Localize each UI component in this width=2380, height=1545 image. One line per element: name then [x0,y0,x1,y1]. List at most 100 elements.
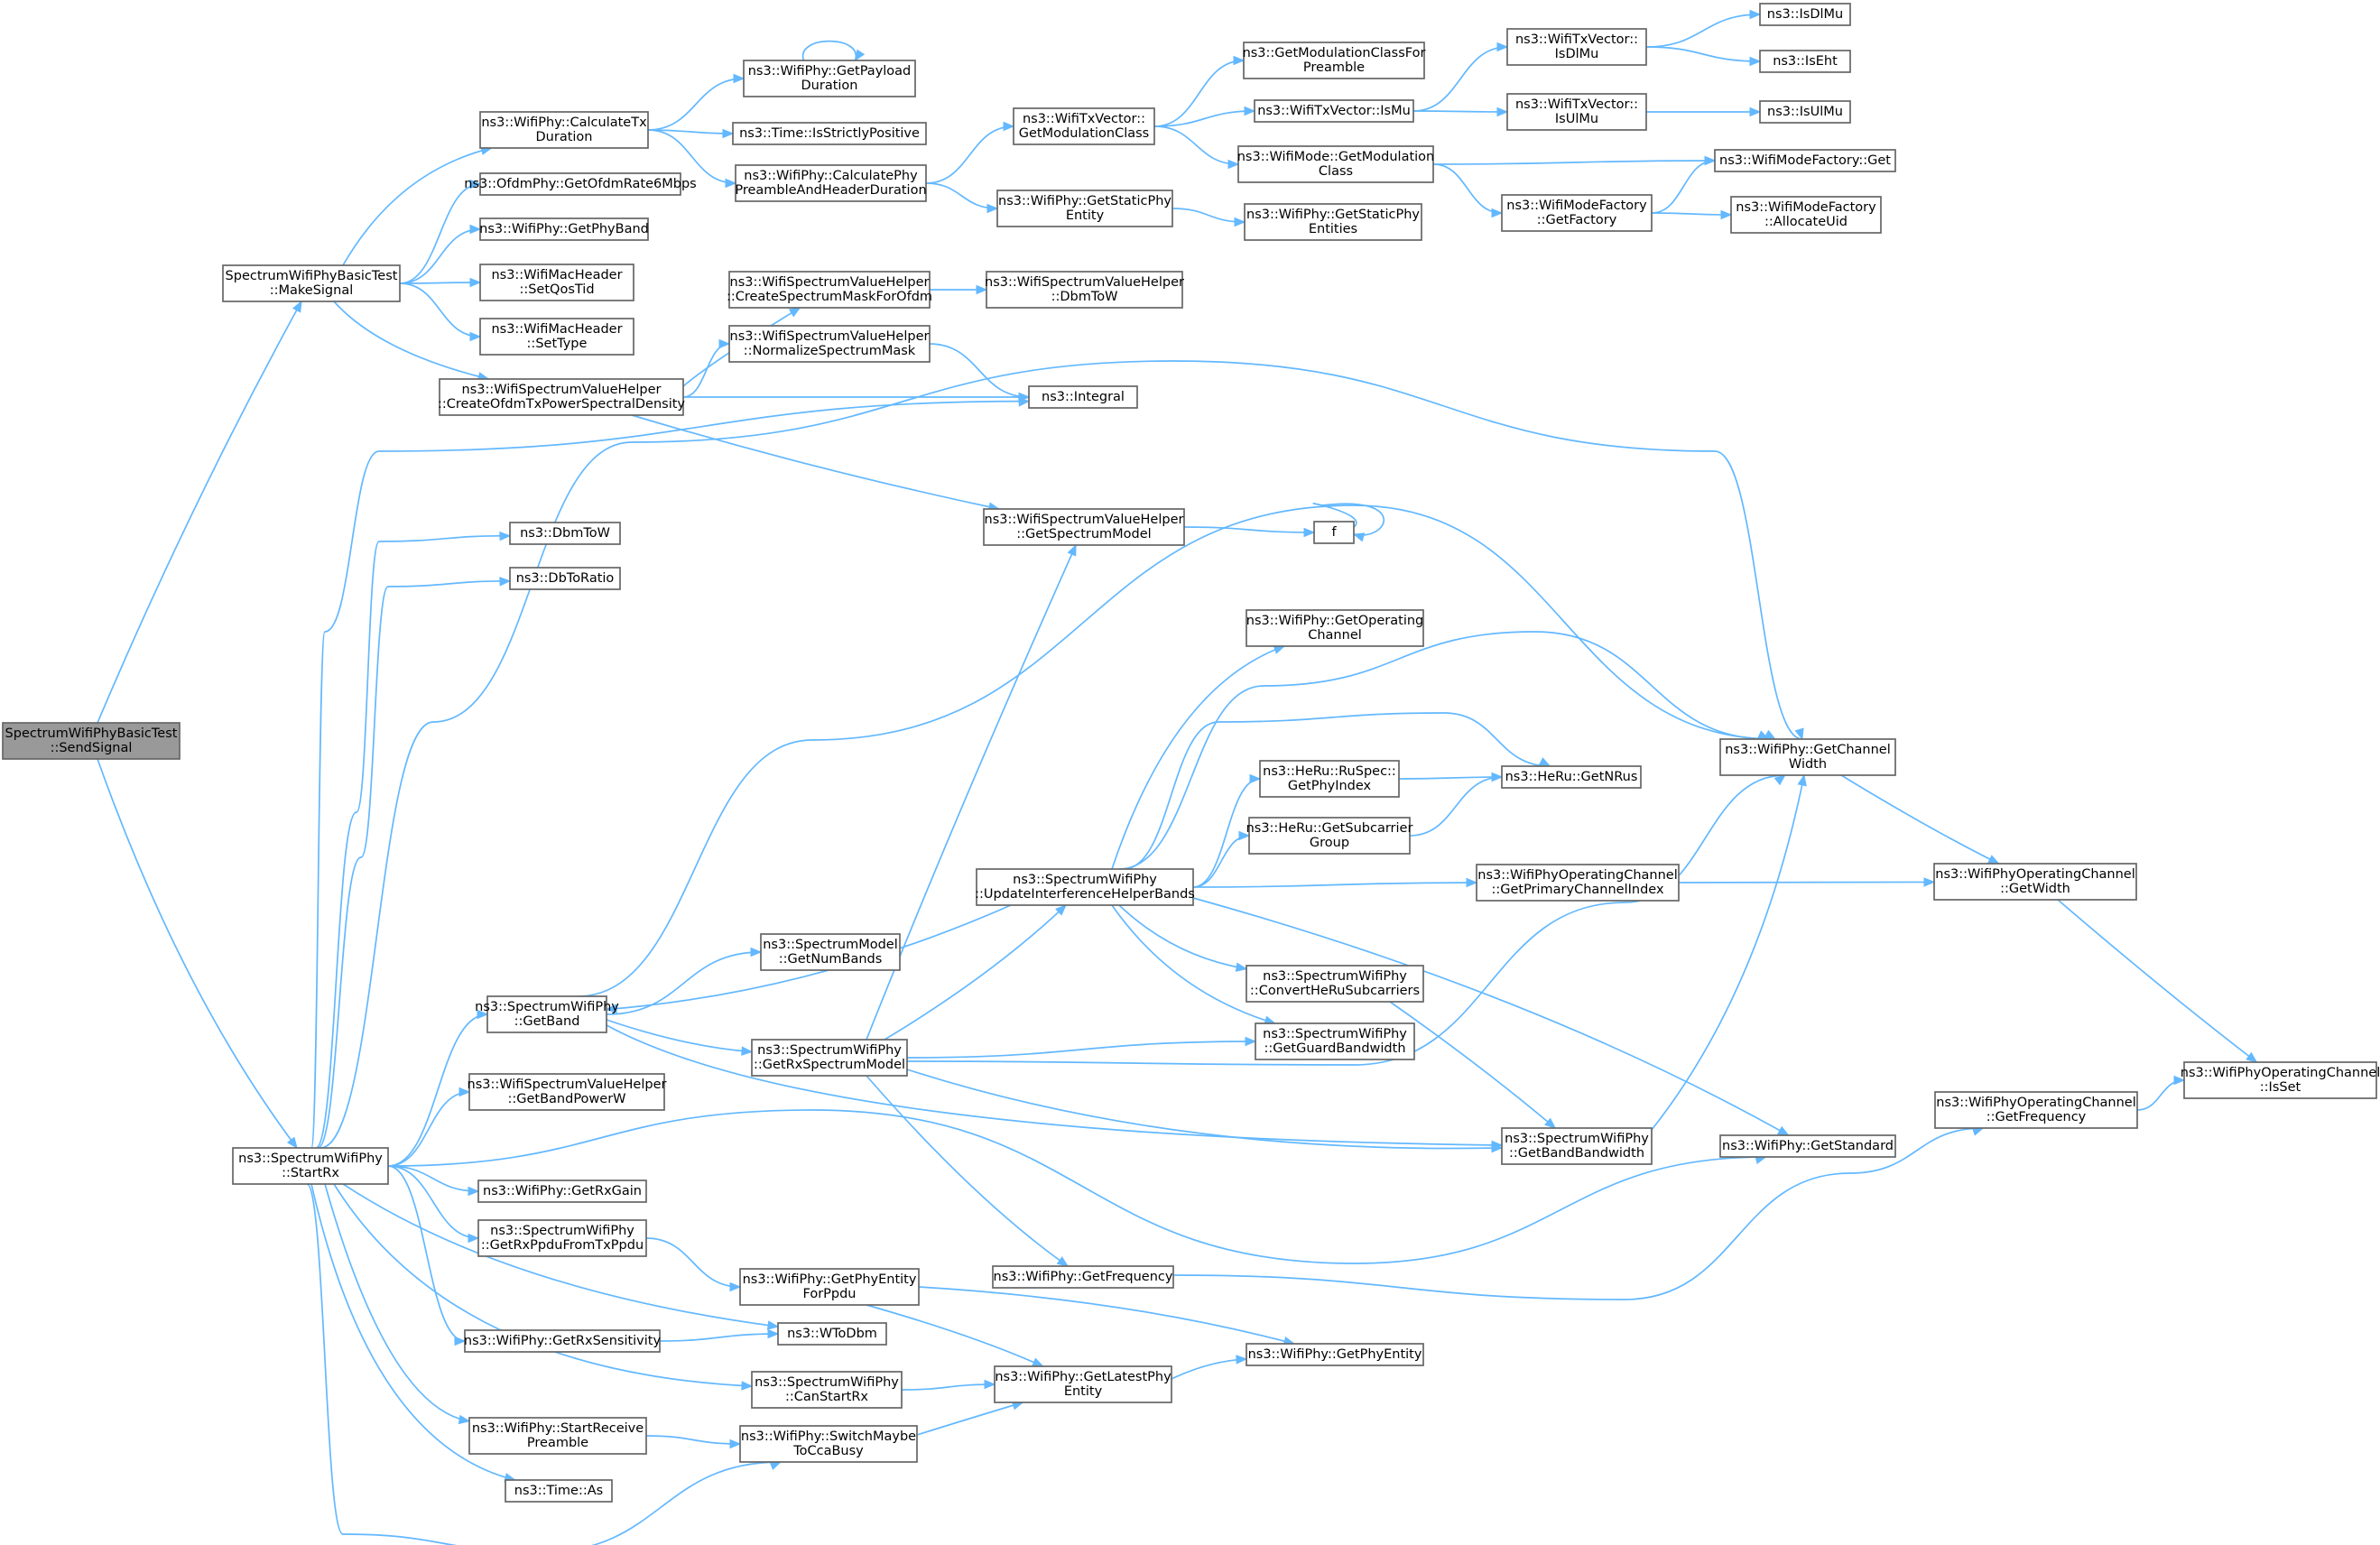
node-getStandard[interactable]: ns3::WifiPhy::GetStandard [1719,1134,1896,1158]
node-label: ns3::WifiPhy::GetFrequency [994,1270,1173,1284]
edge-startRx-to-dbToRatio-arrowhead [499,577,512,587]
node-getPhyIndex[interactable]: ns3::HeRu::RuSpec::GetPhyIndex [1259,760,1400,798]
edge-opGetWidth-to-opIsSet-arrowhead [2246,1051,2258,1063]
edge-makeSignal-to-setType [399,282,481,338]
node-getPhyEntity[interactable]: ns3::WifiPhy::GetPhyEntity [1246,1343,1424,1366]
node-factoryGet[interactable]: ns3::WifiModeFactory::Get [1714,149,1896,172]
node-wToDbm[interactable]: ns3::WToDbm [777,1322,887,1346]
node-setType[interactable]: ns3::WifiMacHeader::SetType [479,318,634,356]
node-isUlMu[interactable]: ns3::IsUlMu [1759,100,1851,124]
edge-calcTxDuration-to-isStrictlyPositive [647,129,734,134]
node-allocateUid[interactable]: ns3::WifiModeFactory::AllocateUid [1730,196,1882,234]
node-box [1255,1022,1415,1060]
node-getRxPpdu[interactable]: ns3::SpectrumWifiPhy::GetRxPpduFromTxPpd… [477,1219,647,1257]
node-getGuardBandwidth[interactable]: ns3::SpectrumWifiPhy::GetGuardBandwidth [1255,1022,1415,1060]
node-label: ns3::SpectrumWifiPhy [1505,1132,1649,1146]
node-box [1246,965,1424,1003]
node-txvIsUlMu[interactable]: ns3::WifiTxVector::IsUlMu [1506,93,1647,131]
node-getBandPowerW[interactable]: ns3::WifiSpectrumValueHelper::GetBandPow… [468,1073,667,1111]
edge-calcTxDuration-to-calcPreamble-arrowhead [725,178,737,189]
node-isMu[interactable]: ns3::WifiTxVector::IsMu [1254,99,1414,123]
node-getRxGain[interactable]: ns3::WifiPhy::GetRxGain [477,1180,647,1203]
node-label: ns3::Time::As [514,1484,603,1498]
node-getPrimaryChannelIndex[interactable]: ns3::WifiPhyOperatingChannel::GetPrimary… [1476,864,1680,902]
node-box [1934,1091,2138,1129]
node-wifiModeGetModClass[interactable]: ns3::WifiMode::GetModulationClass [1237,145,1435,183]
node-getSpectrumModel[interactable]: ns3::WifiSpectrumValueHelper::GetSpectru… [983,508,1185,546]
edge-makeSignal-to-setQosTid-arrowhead [469,277,482,288]
edge-startRx-to-switchMaybeCca [306,1183,782,1545]
node-getNRus[interactable]: ns3::HeRu::GetNRus [1501,765,1642,789]
edge-getRxSpectrumModel-to-getBandBandwidth [906,1069,1503,1150]
node-label: ns3::WifiPhy::CalculateTx [481,116,647,130]
node-startRx[interactable]: ns3::SpectrumWifiPhy::StartRx [232,1147,389,1185]
edge-opGetWidth-to-opIsSet [2057,899,2257,1063]
node-isDlMu[interactable]: ns3::IsDlMu [1759,3,1851,26]
node-integral[interactable]: ns3::Integral [1028,385,1138,409]
node-getNumBands[interactable]: ns3::SpectrumModel::GetNumBands [760,933,901,971]
node-box [1501,1127,1653,1165]
node-createSpectrumMask[interactable]: ns3::WifiSpectrumValueHelper::CreateSpec… [727,271,932,309]
node-getFrequency[interactable]: ns3::WifiPhy::GetFrequency [992,1265,1174,1289]
edge-getRxSpectrumModel-to-getFrequency-arrowhead [1056,1256,1070,1267]
node-getModClass[interactable]: ns3::WifiTxVector::GetModulationClass [1013,107,1155,145]
edge-getFactory-to-factoryGet [1651,160,1716,214]
edge-calcTxDuration-to-isStrictlyPositive-arrowhead [722,128,735,139]
node-getRxSensitivity[interactable]: ns3::WifiPhy::GetRxSensitivity [464,1329,662,1353]
edge-startRx-to-getRxSensitivity [387,1165,466,1342]
node-updateInterference[interactable]: ns3::SpectrumWifiPhy::UpdateInterference… [975,868,1195,906]
node-wsvhDbmToW[interactable]: ns3::WifiSpectrumValueHelper::DbmToW [985,271,1184,309]
node-makeSignal[interactable]: SpectrumWifiPhyBasicTest::MakeSignal [222,264,401,302]
node-calcPreamble[interactable]: ns3::WifiPhy::CalculatePhyPreambleAndHea… [735,164,927,202]
node-txvIsDlMu[interactable]: ns3::WifiTxVector::IsDlMu [1506,28,1647,66]
node-opGetWidth[interactable]: ns3::WifiPhyOperatingChannel::GetWidth [1933,863,2137,901]
node-getPhyBand[interactable]: ns3::WifiPhy::GetPhyBand [479,217,649,241]
edge-updateInterference-to-getGuardBandwidth [1111,904,1275,1024]
node-createOfdmTxPsd[interactable]: ns3::WifiSpectrumValueHelper::CreateOfdm… [438,378,685,416]
node-box [479,264,634,301]
node-isEht[interactable]: ns3::IsEht [1759,50,1851,73]
node-ofdmRate[interactable]: ns3::OfdmPhy::GetOfdmRate6Mbps [464,172,697,196]
node-label: ::GetBand [514,1014,580,1029]
edge-startRx-to-getBandPowerW-arrowhead [458,1087,471,1097]
node-box [2183,1061,2377,1099]
node-box [1243,42,1425,79]
node-label: ToCcaBusy [792,1444,864,1458]
edge-calcTxDuration-to-calcPreamble [647,129,736,184]
node-convertHeRu[interactable]: ns3::SpectrumWifiPhy::ConvertHeRuSubcarr… [1246,965,1424,1003]
node-dbmToW[interactable]: ns3::DbmToW [509,522,621,545]
node-dbToRatio[interactable]: ns3::DbToRatio [509,567,621,590]
edge-wifiModeGetModClass-to-getFactory-arrowhead [1491,208,1504,218]
node-getBand[interactable]: ns3::SpectrumWifiPhy::GetBand [475,995,619,1033]
node-opIsSet[interactable]: ns3::WifiPhyOperatingChannel::IsSet [2181,1061,2380,1099]
node-getBandBandwidth[interactable]: ns3::SpectrumWifiPhy::GetBandBandwidth [1501,1127,1653,1165]
node-setQosTid[interactable]: ns3::WifiMacHeader::SetQosTid [479,264,634,301]
edge-getModClass-to-isMu [1153,110,1255,127]
node-label: ns3::WifiPhy::GetOperating [1246,614,1424,628]
node-getFactory[interactable]: ns3::WifiModeFactory::GetFactory [1501,194,1653,232]
node-opGetFrequency[interactable]: ns3::WifiPhyOperatingChannel::GetFrequen… [1934,1091,2138,1129]
node-timeAs[interactable]: ns3::Time::As [505,1479,613,1503]
node-canStartRx[interactable]: ns3::SpectrumWifiPhy::CanStartRx [751,1371,903,1409]
node-isStrictlyPositive[interactable]: ns3::Time::IsStrictlyPositive [732,122,927,145]
node-getRxSpectrumModel[interactable]: ns3::SpectrumWifiPhy::GetRxSpectrumModel [751,1039,908,1077]
node-sendSignal[interactable]: SpectrumWifiPhyBasicTest::SendSignal [2,722,181,760]
node-box [1714,149,1896,172]
edge-canStartRx-to-getLatestPhyEntity-arrowhead [984,1379,996,1390]
node-label: ns3::WifiPhy::GetRxSensitivity [464,1334,662,1348]
node-label: Channel [1308,628,1362,643]
node-f[interactable]: f [1313,521,1355,544]
node-normalizeMask[interactable]: ns3::WifiSpectrumValueHelper::NormalizeS… [728,325,931,363]
